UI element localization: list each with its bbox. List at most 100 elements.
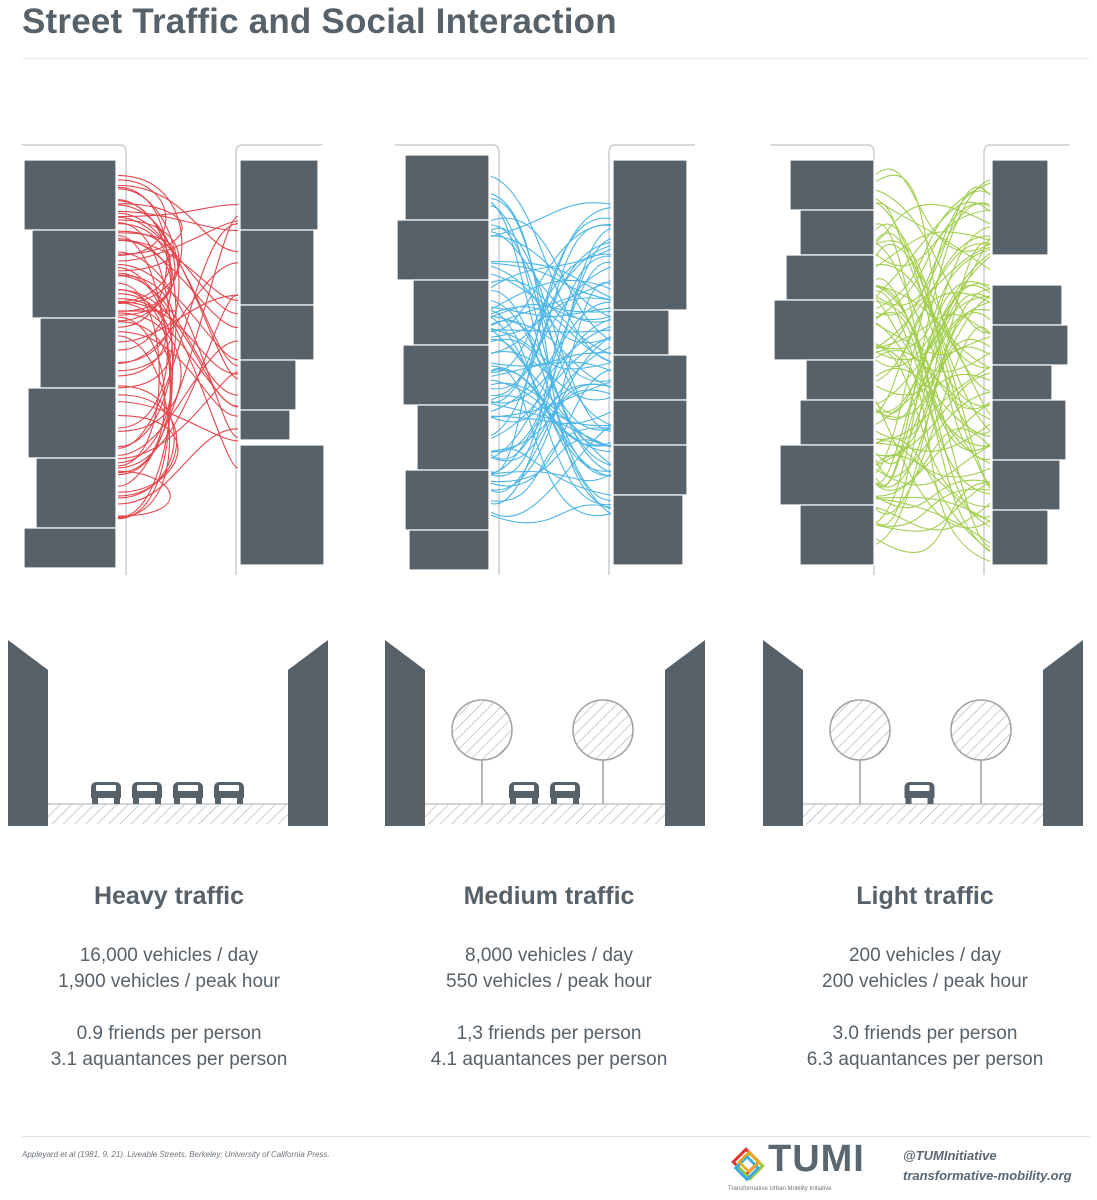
interaction-line bbox=[875, 288, 991, 418]
interaction-line bbox=[490, 175, 612, 363]
building-block bbox=[612, 309, 670, 356]
building-right bbox=[665, 640, 705, 826]
interaction-line bbox=[117, 262, 239, 364]
interaction-line bbox=[490, 300, 612, 502]
building-block bbox=[412, 279, 490, 346]
tree-icon bbox=[572, 699, 634, 804]
building-block bbox=[404, 154, 490, 221]
interaction-line bbox=[117, 414, 179, 493]
building-right bbox=[288, 640, 328, 826]
building-block bbox=[416, 404, 490, 471]
interaction-line bbox=[875, 367, 991, 437]
interaction-line bbox=[117, 294, 239, 469]
interaction-line bbox=[117, 274, 175, 372]
interaction-line bbox=[490, 306, 612, 317]
building-block bbox=[991, 399, 1067, 461]
building-block bbox=[239, 229, 315, 306]
interaction-line bbox=[490, 260, 612, 299]
interaction-line bbox=[490, 336, 612, 493]
interaction-line bbox=[490, 193, 612, 510]
interaction-line bbox=[117, 239, 239, 302]
interaction-line bbox=[490, 395, 612, 452]
light-traffic-street-section bbox=[763, 640, 1083, 826]
building-block bbox=[612, 354, 688, 401]
interaction-line bbox=[875, 189, 991, 334]
interaction-line bbox=[490, 315, 612, 388]
interaction-line bbox=[875, 284, 991, 392]
interaction-line bbox=[490, 217, 612, 473]
interaction-lines bbox=[490, 175, 612, 524]
building-block bbox=[31, 229, 117, 319]
interaction-line bbox=[875, 168, 991, 252]
interaction-line bbox=[490, 198, 612, 426]
interaction-line bbox=[875, 201, 991, 435]
building-block bbox=[404, 469, 490, 531]
heavy-traffic-label: Heavy traffic bbox=[93, 882, 245, 910]
car-icon bbox=[509, 782, 539, 804]
building-block bbox=[396, 219, 490, 281]
interaction-line bbox=[490, 326, 612, 404]
sidewalk-right bbox=[983, 144, 1070, 575]
interaction-line bbox=[875, 198, 991, 271]
interaction-line bbox=[875, 244, 991, 416]
interaction-line bbox=[117, 288, 172, 476]
interaction-line bbox=[117, 316, 166, 474]
interaction-line bbox=[117, 210, 239, 232]
interaction-line bbox=[490, 207, 612, 396]
interaction-line bbox=[490, 301, 612, 412]
car-icon bbox=[550, 782, 580, 804]
interaction-line bbox=[117, 223, 239, 449]
interaction-line bbox=[490, 470, 612, 482]
building-block bbox=[239, 409, 291, 441]
heavy-acquaintances: 3.1 aquantances per person bbox=[50, 1049, 288, 1070]
interaction-line bbox=[490, 424, 612, 518]
interaction-line bbox=[117, 294, 239, 343]
sidewalk-right bbox=[235, 144, 322, 575]
building-block bbox=[27, 387, 117, 459]
building-block bbox=[991, 509, 1049, 566]
building-block bbox=[239, 444, 325, 566]
car-icon bbox=[904, 782, 935, 804]
building-block bbox=[799, 399, 875, 446]
interaction-line bbox=[490, 281, 612, 491]
interaction-line bbox=[117, 289, 239, 407]
page-title: Street Traffic and Social Interaction bbox=[22, 2, 617, 41]
interaction-line bbox=[875, 295, 991, 425]
interaction-line bbox=[490, 217, 612, 342]
building-block bbox=[805, 359, 875, 401]
interaction-line bbox=[117, 222, 174, 519]
building-block bbox=[402, 344, 490, 406]
car-icon bbox=[132, 782, 162, 804]
building-block bbox=[239, 159, 319, 231]
heavy-traffic-stats: 16,000 vehicles / day 1,900 vehicles / p… bbox=[0, 943, 349, 1073]
website-link[interactable]: transformative-mobility.org bbox=[903, 1168, 1072, 1183]
interaction-line bbox=[490, 367, 612, 517]
medium-acquaintances: 4.1 aquantances per person bbox=[430, 1049, 668, 1070]
interaction-line bbox=[490, 383, 612, 475]
light-acquaintances: 6.3 aquantances per person bbox=[806, 1049, 1044, 1070]
interaction-line bbox=[117, 267, 239, 469]
interaction-line bbox=[117, 184, 239, 253]
interaction-line bbox=[490, 329, 612, 333]
interaction-line bbox=[117, 275, 239, 396]
building-block bbox=[612, 494, 684, 566]
interaction-line bbox=[490, 346, 612, 460]
building-block bbox=[991, 459, 1061, 511]
medium-friends: 1,3 friends per person bbox=[456, 1023, 642, 1044]
building-left bbox=[8, 640, 48, 826]
interaction-line bbox=[875, 423, 991, 452]
interaction-line bbox=[875, 300, 991, 465]
tumi-logo-icon bbox=[731, 1147, 765, 1182]
building-block bbox=[239, 359, 297, 411]
building-block bbox=[408, 529, 490, 571]
interaction-line bbox=[117, 220, 239, 262]
interaction-line bbox=[117, 238, 239, 329]
twitter-handle: @TUMInitiative bbox=[903, 1148, 997, 1163]
interaction-line bbox=[875, 248, 991, 350]
interaction-line bbox=[875, 440, 991, 478]
street-ground bbox=[803, 804, 1043, 824]
tree-icon bbox=[451, 699, 513, 804]
interaction-line bbox=[490, 205, 612, 466]
light-traffic-label: Light traffic bbox=[856, 882, 994, 910]
interaction-line bbox=[875, 252, 991, 485]
